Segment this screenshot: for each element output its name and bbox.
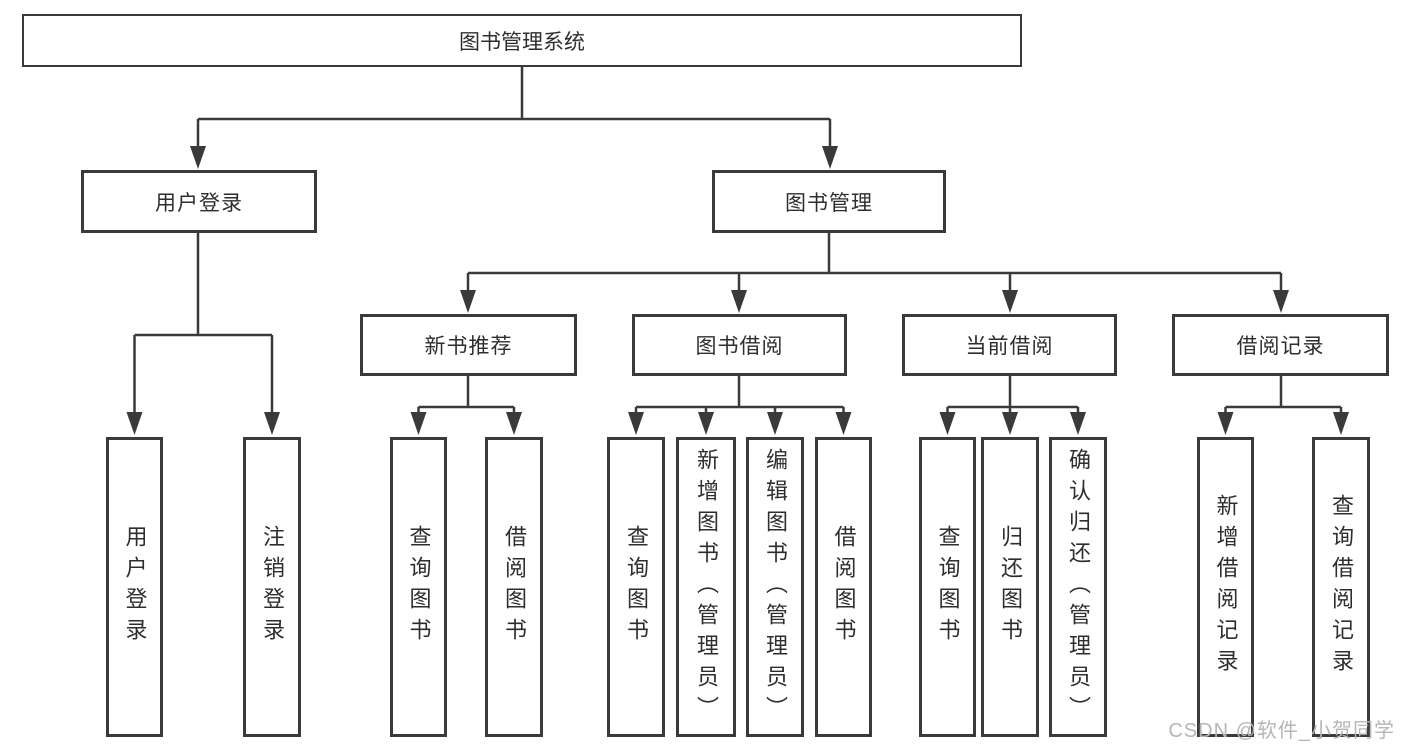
node-label: 查询图书 [624,525,649,649]
node-new-book-recommend: 新书推荐 [360,314,577,376]
leaf-query-borrow-record: 查询借阅记录 [1312,437,1370,737]
node-label: 编辑图书（管理员） [763,447,788,727]
node-user-login: 用户登录 [81,170,317,233]
node-borrow-records: 借阅记录 [1172,314,1389,376]
node-label: 新书推荐 [424,335,513,358]
node-label: 图书管理 [785,191,873,215]
node-label: 借阅图书 [831,525,857,649]
node-label: 借阅记录 [1236,335,1325,358]
leaf-query-books-recommend: 查询图书 [390,437,447,737]
node-label: 查询图书 [406,525,432,649]
leaf-borrow-books: 借阅图书 [815,437,872,737]
node-label: 当前借阅 [965,335,1054,358]
leaf-user-login: 用户登录 [106,437,163,737]
node-current-borrow: 当前借阅 [902,314,1117,376]
node-label: 确认归还（管理员） [1066,447,1091,727]
node-label: 借阅图书 [502,525,527,649]
node-label: 查询图书 [935,525,961,649]
leaf-query-books-borrow: 查询图书 [607,437,665,737]
csdn-watermark: CSDN @软件_小贺同学 [1168,720,1395,742]
leaf-return-book: 归还图书 [981,437,1039,737]
node-root-system: 图书管理系统 [22,14,1022,67]
node-book-borrow: 图书借阅 [632,314,847,376]
node-label: 查询借阅记录 [1329,494,1354,680]
leaf-edit-book-admin: 编辑图书（管理员） [746,437,804,737]
leaf-query-books-current: 查询图书 [919,437,976,737]
leaf-confirm-return-admin: 确认归还（管理员） [1049,437,1107,737]
leaf-add-borrow-record: 新增借阅记录 [1197,437,1254,737]
node-book-management: 图书管理 [712,170,946,233]
node-label: 用户登录 [155,191,243,215]
node-label: 新增借阅记录 [1213,494,1239,680]
node-label: 用户登录 [122,525,148,649]
leaf-borrow-books-recommend: 借阅图书 [485,437,543,737]
leaf-logout: 注销登录 [243,437,301,737]
node-label: 归还图书 [998,525,1023,649]
node-label: 新增图书（管理员） [694,447,719,727]
node-label: 图书管理系统 [459,30,585,54]
leaf-add-book-admin: 新增图书（管理员） [676,437,736,737]
node-label: 图书借阅 [695,335,784,358]
node-label: 注销登录 [260,525,285,649]
